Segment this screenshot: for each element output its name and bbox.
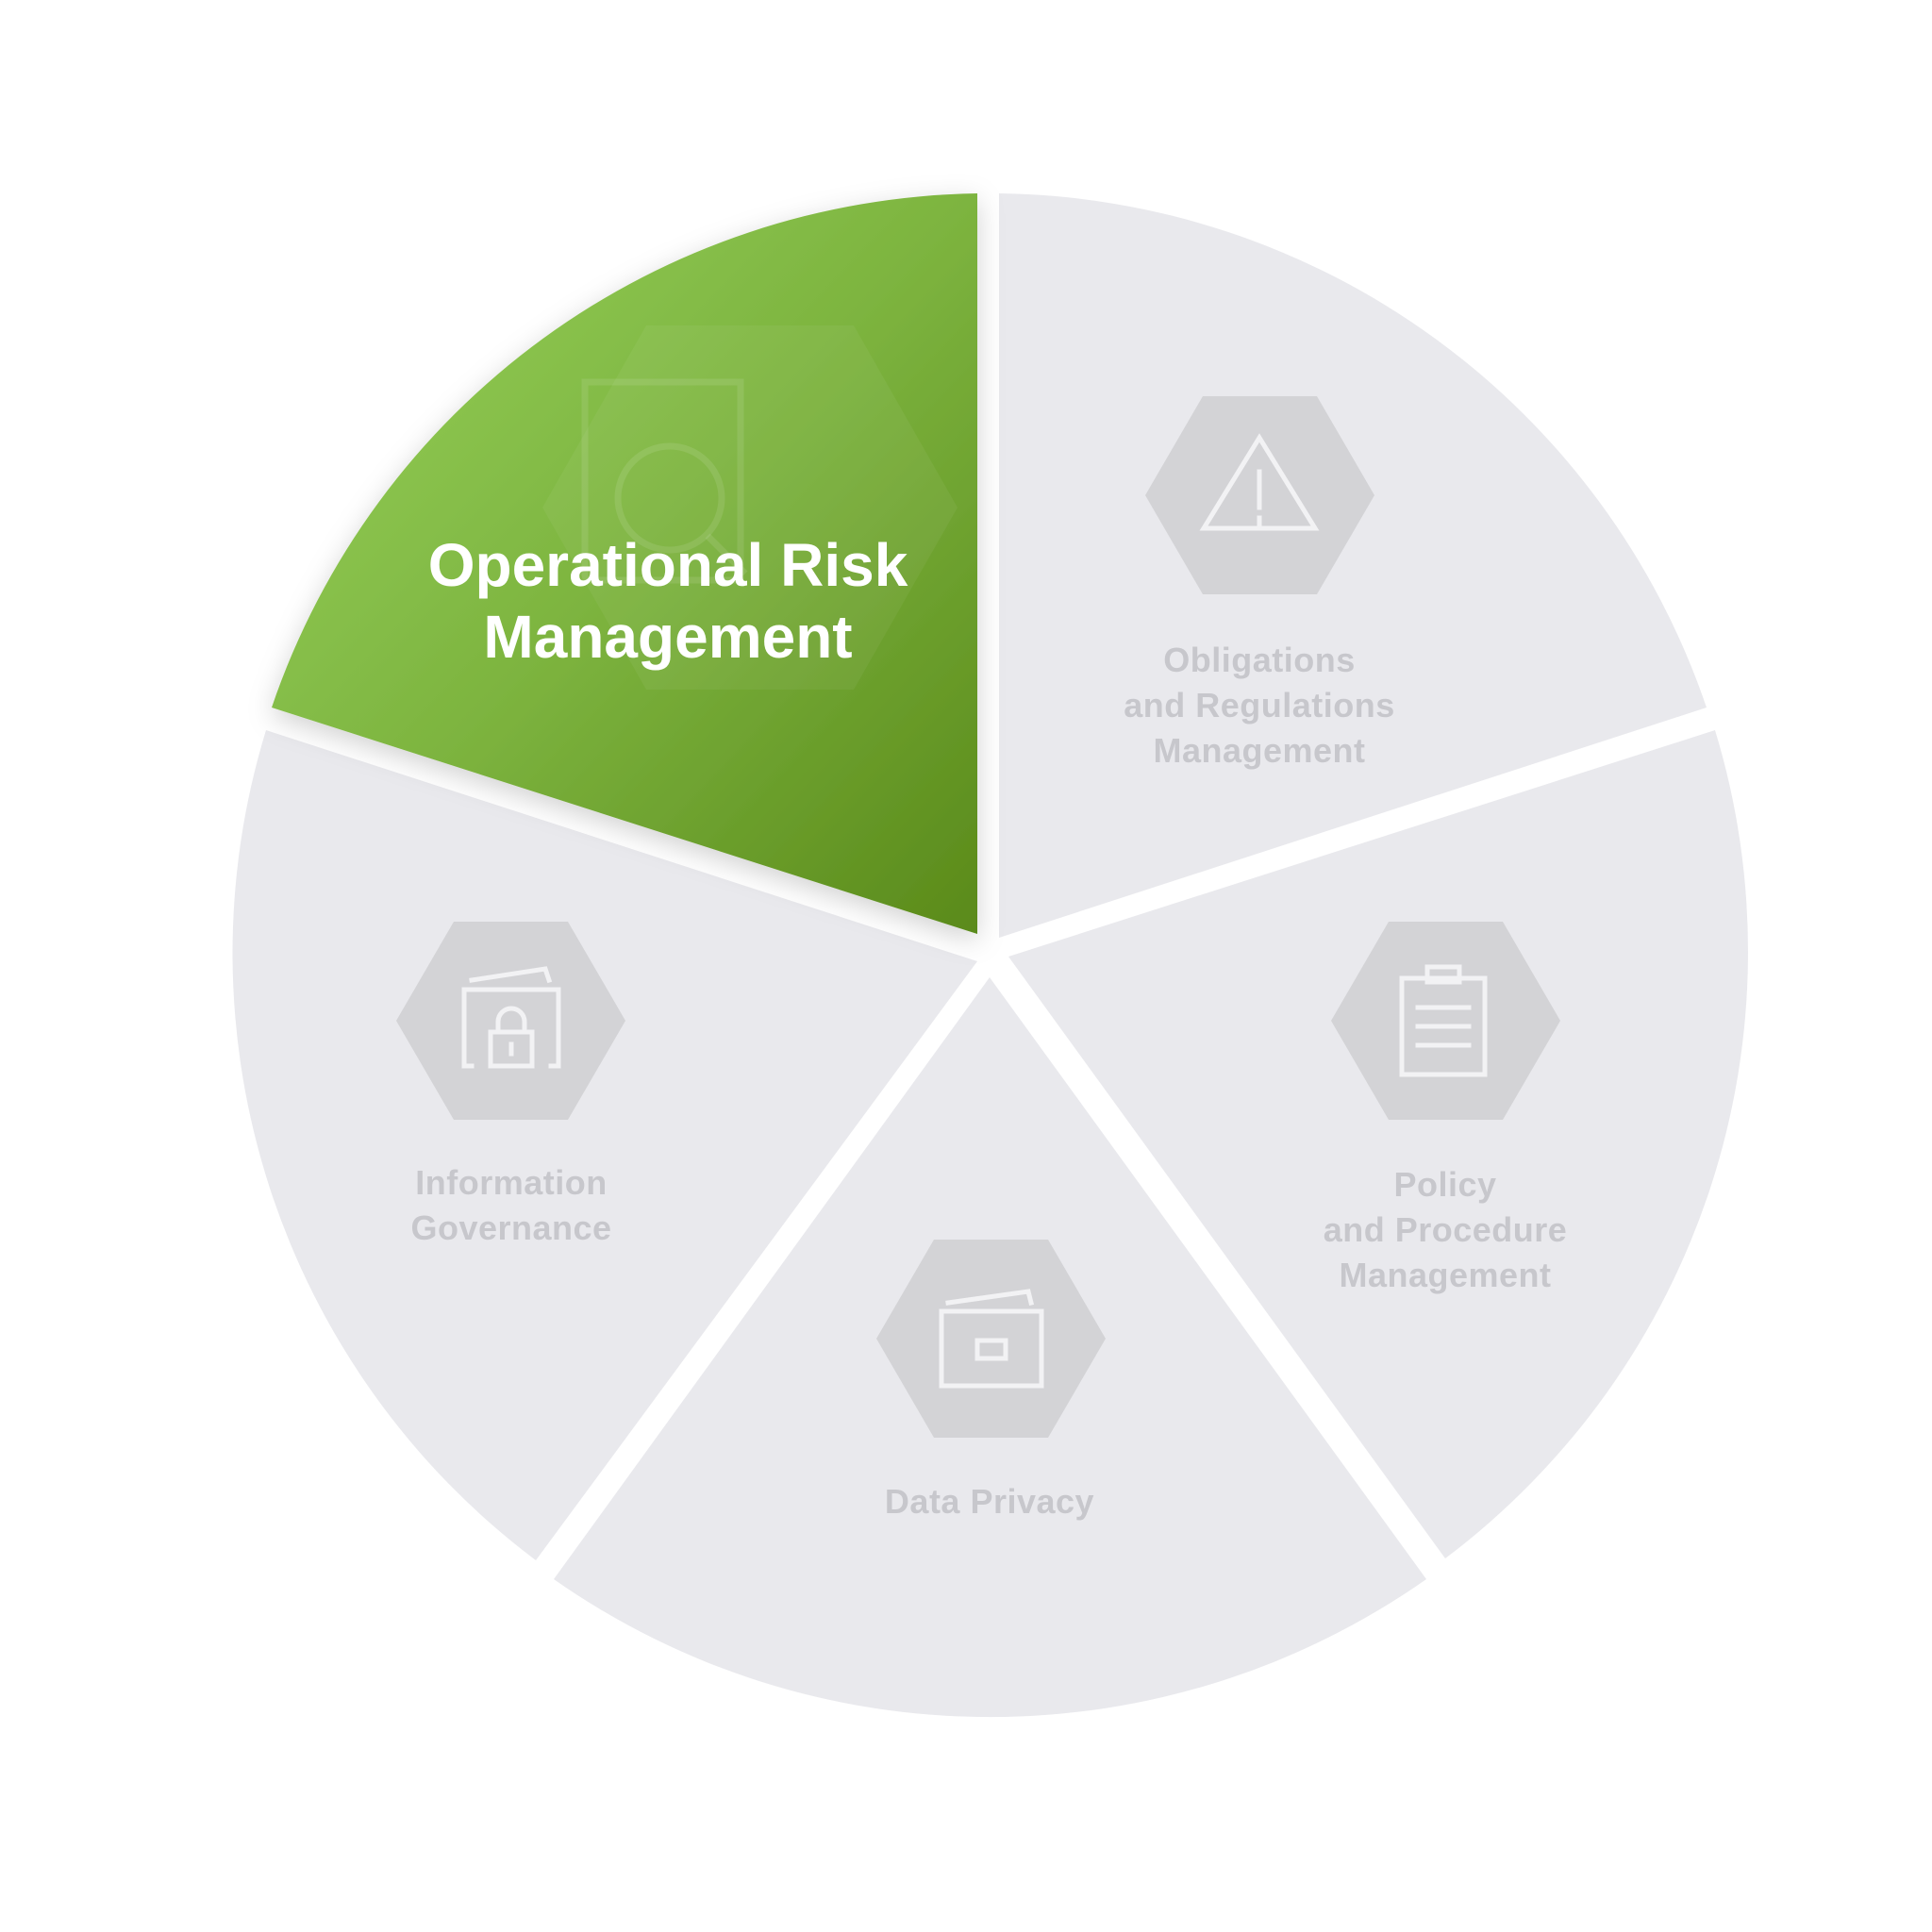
segment-information-governance[interactable]: [232, 730, 977, 1560]
label-obligations: Obligations and Regulations Management: [1124, 641, 1395, 770]
label-obligations-line-3: Management: [1153, 731, 1365, 770]
label-policy: Policy and Procedure Management: [1324, 1165, 1568, 1294]
label-information-governance-line-2: Governance: [410, 1208, 611, 1247]
clipboard-icon: [1331, 922, 1560, 1120]
label-obligations-line-1: Obligations: [1163, 641, 1356, 679]
label-data-privacy-line-1: Data Privacy: [885, 1482, 1094, 1521]
label-information-governance: Information Governance: [410, 1163, 611, 1247]
segment-operational-risk[interactable]: [272, 193, 977, 934]
label-policy-line-1: Policy: [1393, 1165, 1496, 1204]
label-operational-risk-line-2: Management: [483, 603, 852, 671]
label-obligations-line-2: and Regulations: [1124, 686, 1395, 724]
warning-triangle-icon: [1145, 396, 1374, 594]
locked-folder-icon: [396, 922, 625, 1120]
report-analysis-icon: [542, 325, 958, 690]
segment-policy[interactable]: [1008, 730, 1748, 1558]
label-information-governance-line-1: Information: [415, 1163, 607, 1202]
label-policy-line-2: and Procedure: [1324, 1210, 1568, 1249]
label-policy-line-3: Management: [1339, 1256, 1551, 1294]
active-wedge: [272, 193, 977, 934]
label-operational-risk: Operational Risk Management: [428, 531, 908, 671]
inactive-wedges: [232, 193, 1748, 1718]
segment-obligations[interactable]: [999, 193, 1707, 938]
archive-box-icon: [876, 1240, 1106, 1438]
label-data-privacy: Data Privacy: [885, 1482, 1094, 1521]
label-operational-risk-line-1: Operational Risk: [428, 531, 908, 599]
